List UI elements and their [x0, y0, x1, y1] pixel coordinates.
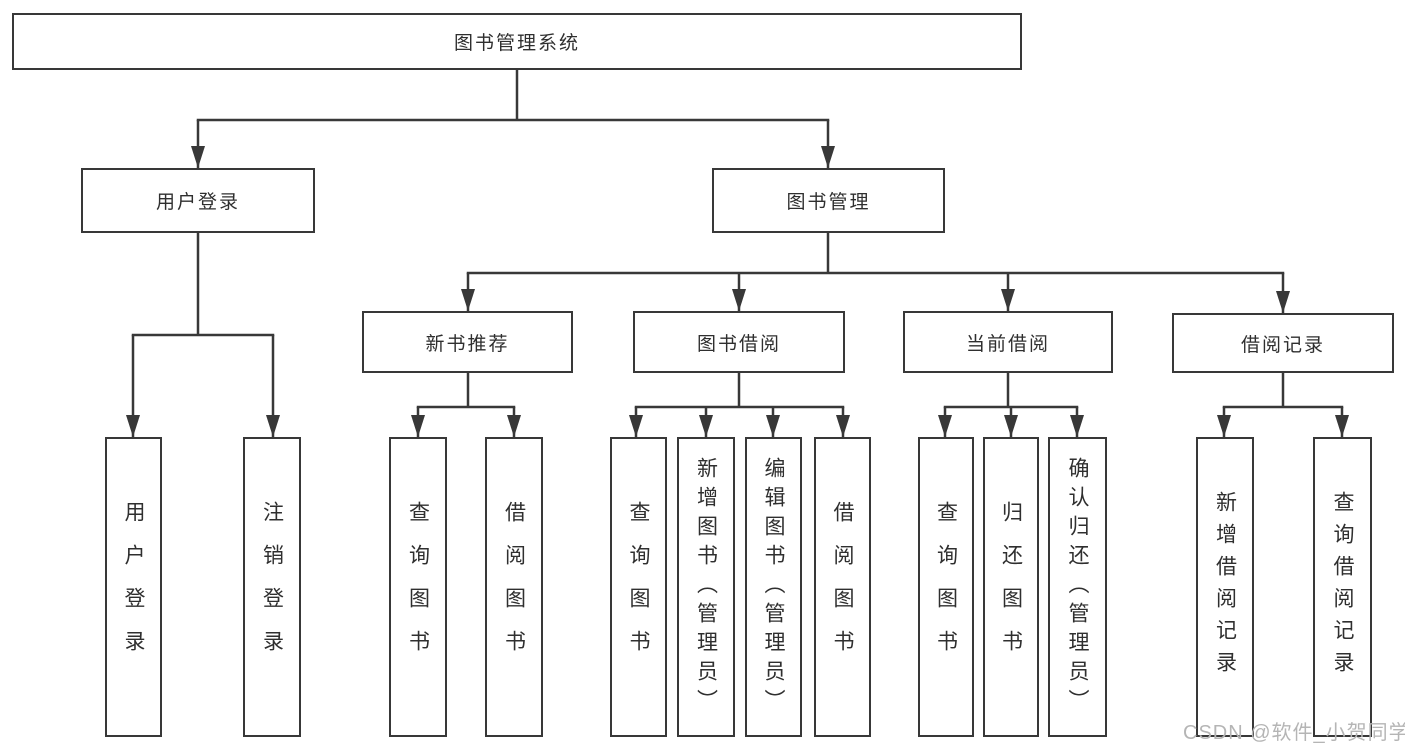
leaf-label: 注销登录	[260, 501, 284, 673]
leaf-borrow-books-recommend: 借阅图书	[485, 437, 543, 737]
leaf-edit-books-admin: 编辑图书（管理员）	[745, 437, 802, 737]
leaf-borrow-books: 借阅图书	[814, 437, 871, 737]
leaf-search-books-borrow: 查询图书	[610, 437, 667, 737]
leaf-confirm-return-admin: 确认归还（管理员）	[1048, 437, 1107, 737]
leaf-label: 用户登录	[122, 501, 145, 673]
node-current-borrowing: 当前借阅	[903, 311, 1113, 373]
leaf-label: 借阅图书	[831, 501, 854, 673]
leaf-search-books-current: 查询图书	[918, 437, 974, 737]
leaf-label: 归还图书	[999, 501, 1023, 673]
leaf-search-books-recommend: 查询图书	[389, 437, 447, 737]
leaf-label: 查询图书	[406, 501, 430, 673]
node-library-management-system: 图书管理系统	[12, 13, 1022, 70]
leaf-label: 确认归还（管理员）	[1066, 456, 1089, 718]
watermark: CSDN @软件_小贺同学	[1183, 722, 1405, 744]
leaf-return-books: 归还图书	[983, 437, 1039, 737]
node-borrowing-records: 借阅记录	[1172, 313, 1394, 373]
leaf-label: 新增借阅记录	[1213, 491, 1237, 683]
leaf-logout: 注销登录	[243, 437, 301, 737]
leaf-label: 新增图书（管理员）	[694, 456, 718, 718]
leaf-label: 借阅图书	[502, 501, 526, 673]
leaf-label: 查询图书	[934, 501, 958, 673]
leaf-label: 编辑图书（管理员）	[762, 456, 785, 718]
node-new-book-recommendation: 新书推荐	[362, 311, 573, 373]
leaf-label: 查询借阅记录	[1331, 491, 1354, 683]
leaf-user-login: 用户登录	[105, 437, 162, 737]
leaf-add-borrow-record: 新增借阅记录	[1196, 437, 1254, 737]
node-book-borrowing: 图书借阅	[633, 311, 845, 373]
node-book-management: 图书管理	[712, 168, 945, 233]
node-user-login: 用户登录	[81, 168, 315, 233]
leaf-label: 查询图书	[627, 501, 650, 673]
leaf-add-books-admin: 新增图书（管理员）	[677, 437, 735, 737]
leaf-search-borrow-record: 查询借阅记录	[1313, 437, 1372, 737]
